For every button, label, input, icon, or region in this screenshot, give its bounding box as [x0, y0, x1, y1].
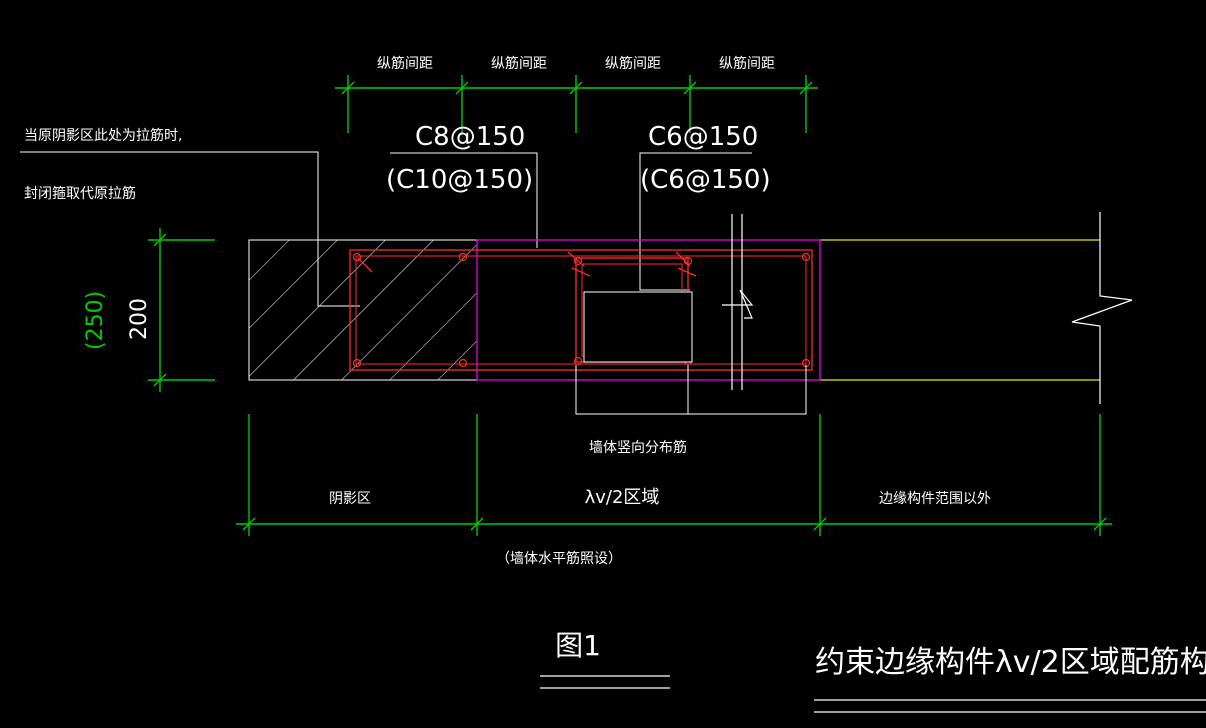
- break-line-mid: [722, 214, 754, 390]
- spacing-label-3: 纵筋间距: [605, 55, 661, 72]
- spacing-label-2: 纵筋间距: [491, 55, 547, 72]
- rebar-left-leader: [390, 152, 538, 248]
- spacing-dimension-chain: [335, 75, 818, 133]
- stirrup-hooks: [357, 251, 697, 277]
- shadow-zone-hatch: [248, 239, 478, 381]
- thickness-dimension: [148, 228, 215, 392]
- vertical-bar-marker: [583, 291, 693, 363]
- stirrup-outer: [349, 249, 813, 371]
- thickness-alt: (250): [83, 291, 108, 350]
- break-line-right: [1071, 212, 1133, 404]
- figure-label: 图1: [555, 629, 601, 662]
- vertical-bars-leader: [575, 365, 807, 415]
- rebar-left-main: C8@150: [415, 122, 525, 152]
- stirrup-outer-inner: [355, 255, 807, 365]
- spacing-label-4: 纵筋间距: [719, 55, 775, 72]
- drawing-title: 约束边缘构件λv/2区域配筋构造: [815, 645, 1206, 680]
- rebar-right-leader: [639, 152, 752, 291]
- note-line-1: 当原阴影区此处为拉筋时,: [24, 127, 182, 144]
- zone-dimension-chain: [236, 414, 1112, 536]
- spacing-label-1: 纵筋间距: [377, 55, 433, 72]
- horizontal-bar-note: （墙体水平筋照设）: [496, 550, 622, 567]
- rebar-right-alt: (C6@150): [640, 165, 771, 195]
- rebar-right-main: C6@150: [648, 122, 758, 152]
- half-zone-boundary: [476, 239, 821, 381]
- zone-shadow-label: 阴影区: [329, 491, 371, 507]
- zone-half-label: λv/2区域: [585, 487, 660, 508]
- wall-outline: [820, 239, 1100, 381]
- zone-outside-label: 边缘构件范围以外: [879, 490, 991, 507]
- note-line-2: 封闭箍取代原拉筋: [24, 185, 136, 202]
- thickness-main: 200: [127, 298, 152, 340]
- rebar-left-alt: (C10@150): [386, 165, 533, 195]
- vertical-bars-label: 墙体竖向分布筋: [589, 439, 687, 456]
